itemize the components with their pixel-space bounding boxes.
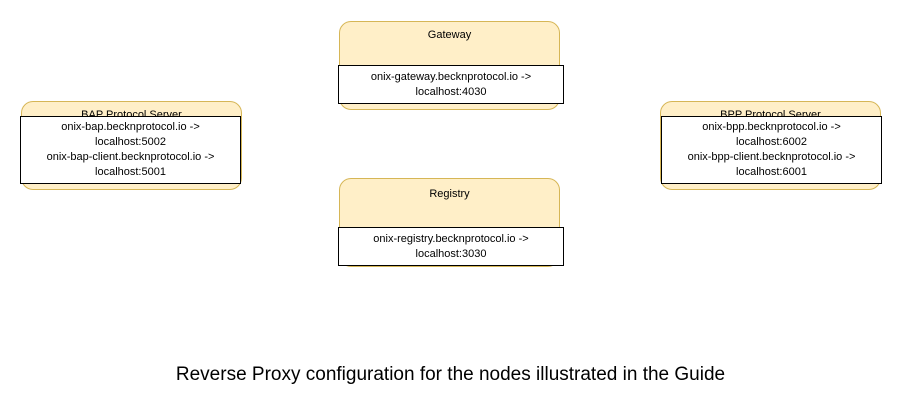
node-detail-box: onix-gateway.becknprotocol.io -> localho… — [338, 65, 564, 104]
node-gateway[interactable]: Gateway onix-gateway.becknprotocol.io ->… — [338, 21, 564, 110]
node-detail-box: onix-bpp.becknprotocol.io -> localhost:6… — [661, 116, 882, 184]
detail-line: localhost:4030 — [415, 85, 487, 98]
node-detail-box: onix-registry.becknprotocol.io -> localh… — [338, 227, 564, 266]
detail-line: localhost:6001 — [736, 166, 807, 178]
node-bpp-protocol-server[interactable]: BPP Protocol Server onix-bpp.becknprotoc… — [660, 101, 882, 190]
detail-line: onix-bpp-client.becknprotocol.io -> — [687, 151, 856, 163]
diagram-caption: Reverse Proxy configuration for the node… — [175, 364, 726, 385]
detail-line: localhost:5002 — [95, 136, 166, 148]
detail-line: onix-bap.becknprotocol.io -> — [61, 121, 200, 133]
detail-line: onix-bpp.becknprotocol.io -> — [702, 121, 841, 133]
detail-line: localhost:3030 — [415, 247, 487, 260]
node-title: Gateway — [427, 29, 472, 41]
node-bap-protocol-server[interactable]: BAP Protocol Server onix-bap.becknprotoc… — [20, 101, 242, 190]
detail-line: localhost:5001 — [95, 166, 166, 178]
node-title: Registry — [429, 188, 470, 200]
node-registry[interactable]: Registry onix-registry.becknprotocol.io … — [338, 178, 564, 267]
detail-line: localhost:6002 — [736, 136, 807, 148]
detail-line: onix-gateway.becknprotocol.io -> — [370, 70, 532, 83]
detail-line: onix-bap-client.becknprotocol.io -> — [46, 151, 215, 163]
detail-line: onix-registry.becknprotocol.io -> — [373, 232, 529, 245]
node-detail-box: onix-bap.becknprotocol.io -> localhost:5… — [20, 116, 241, 184]
